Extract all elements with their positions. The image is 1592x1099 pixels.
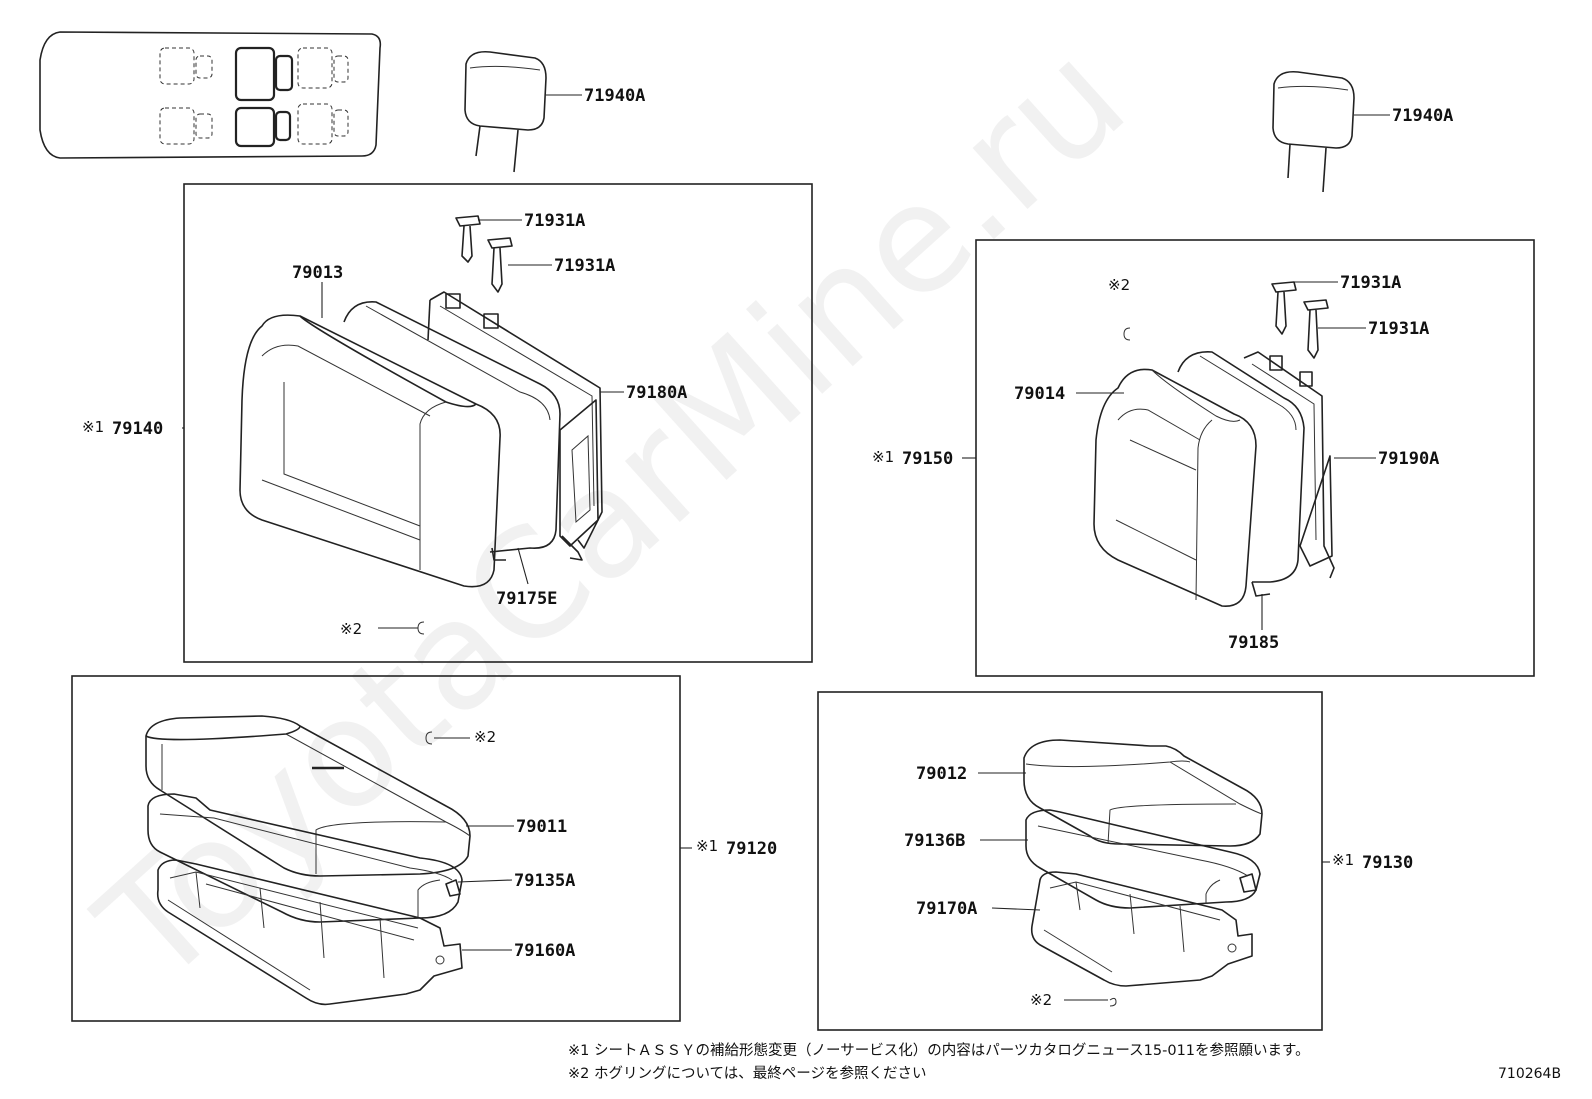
watermark-text: ToyotaCarMine.ru [67,11,1158,1018]
leader-lines [182,94,1390,1001]
mark-ref1-cush-l: ※1 [696,837,718,855]
mark-ref2-cush-l: ※2 [474,728,496,746]
label-back-cover-r: 79014 [1014,384,1065,404]
label-cush-assy-l: 79120 [726,839,777,859]
label-cush-frame-r: 79170A [916,899,977,919]
label-cush-pad-l: 79135A [514,871,575,891]
label-cush-frame-l: 79160A [514,941,575,961]
label-cush-assy-r: 79130 [1362,853,1413,873]
label-back-cover-l: 79013 [292,263,343,283]
box-seatback-left [183,183,813,663]
cushion-left-parts [145,715,471,1006]
label-back-frame-l: 79180A [626,383,687,403]
label-cush-pad-r: 79136B [904,831,965,851]
seatback-right-parts [1093,281,1335,1007]
mark-ref2-cush-r: ※2 [1030,991,1052,1009]
label-support-r1: 71931A [1340,273,1401,293]
footnote-2: ※2 ホグリングについては、最終ページを参照ください [568,1065,926,1082]
label-back-assy-r: 79150 [902,449,953,469]
box-cushion-right [817,691,1323,1031]
label-back-pad-l: 79175E [496,589,557,609]
label-cush-cover-r: 79012 [916,764,967,784]
cushion-right-parts [1023,739,1263,987]
mark-ref1-cush-r: ※1 [1332,851,1354,869]
label-back-pad-r: 79185 [1228,633,1279,653]
headrest-right [1272,70,1355,193]
mark-ref1-back-l: ※1 [82,418,104,436]
label-back-assy-l: 79140 [112,419,163,439]
label-support-l2: 71931A [554,256,615,276]
headrest-left [464,50,547,173]
mark-ref1-back-r: ※1 [872,448,894,466]
label-back-frame-r: 79190A [1378,449,1439,469]
seat-location-map [39,31,382,159]
label-support-r2: 71931A [1368,319,1429,339]
label-support-l1: 71931A [524,211,585,231]
footnote-1: ※1 シートＡＳＳＹの補給形態変更（ノーサービス化）の内容はパーツカタログニュー… [568,1042,1310,1059]
figure-number: 710264B [1498,1066,1561,1082]
mark-ref2-back-l: ※2 [340,620,362,638]
label-headrest-right: 71940A [1392,106,1453,126]
seatback-left-parts [239,215,603,635]
label-cush-cover-l: 79011 [516,817,567,837]
label-headrest-left: 71940A [584,86,645,106]
mark-ref2-back-r: ※2 [1108,276,1130,294]
